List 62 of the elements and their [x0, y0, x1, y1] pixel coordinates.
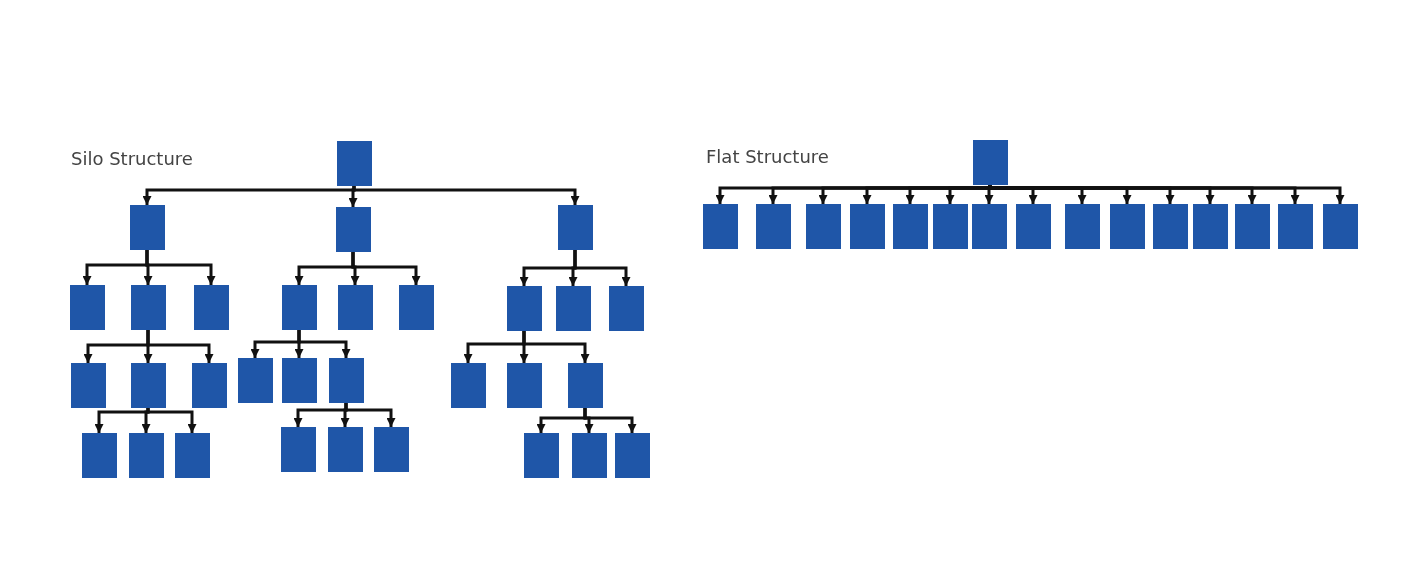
page-box	[523, 433, 559, 478]
connector-arrow	[141, 408, 151, 433]
page-box	[1277, 204, 1313, 249]
page-box	[755, 204, 791, 249]
connector-arrow	[145, 250, 216, 285]
page-box	[373, 427, 409, 472]
connector-arrow	[351, 252, 421, 285]
page-box	[805, 204, 841, 249]
page-box	[1109, 204, 1145, 249]
page-box	[892, 204, 928, 249]
page-box	[571, 433, 607, 478]
page-box	[971, 204, 1007, 249]
connector-arrow	[522, 331, 590, 363]
page-box	[280, 427, 316, 472]
connector-arrow	[583, 408, 637, 433]
page-box	[567, 363, 603, 408]
page-box	[69, 285, 105, 330]
page-box	[972, 140, 1008, 185]
page-box	[337, 285, 373, 330]
section-heading: Flat Structure	[706, 146, 829, 167]
page-box	[557, 205, 593, 250]
page-box	[130, 285, 166, 330]
connector-arrow	[344, 403, 396, 427]
page-box	[81, 433, 117, 478]
page-box	[335, 207, 371, 252]
page-box	[128, 433, 164, 478]
page-box	[193, 285, 229, 330]
page-box	[1322, 204, 1358, 249]
page-box	[328, 358, 364, 403]
section-heading: Silo Structure	[71, 148, 193, 169]
page-box	[281, 285, 317, 330]
page-box	[450, 363, 486, 408]
connector-arrow	[297, 330, 351, 358]
page-box	[237, 358, 273, 403]
page-box	[849, 204, 885, 249]
connector-arrow	[352, 186, 580, 205]
connector-arrow	[146, 408, 197, 433]
page-box	[608, 286, 644, 331]
page-box	[1234, 204, 1270, 249]
connector-arrow	[146, 330, 214, 363]
page-box	[702, 204, 738, 249]
page-box	[1192, 204, 1228, 249]
page-box	[506, 286, 542, 331]
page-box	[281, 358, 317, 403]
page-box	[1152, 204, 1188, 249]
connector-arrow	[984, 185, 994, 204]
connector-arrow	[348, 186, 358, 207]
page-box	[1064, 204, 1100, 249]
page-box	[191, 363, 227, 408]
page-box	[506, 363, 542, 408]
page-box	[174, 433, 210, 478]
page-box	[614, 433, 650, 478]
page-box	[130, 363, 166, 408]
page-box	[70, 363, 106, 408]
page-box	[398, 285, 434, 330]
page-box	[129, 205, 165, 250]
page-box	[932, 204, 968, 249]
page-box	[555, 286, 591, 331]
page-box	[336, 141, 372, 186]
connector-arrow	[573, 250, 631, 286]
page-box	[327, 427, 363, 472]
page-box	[1015, 204, 1051, 249]
